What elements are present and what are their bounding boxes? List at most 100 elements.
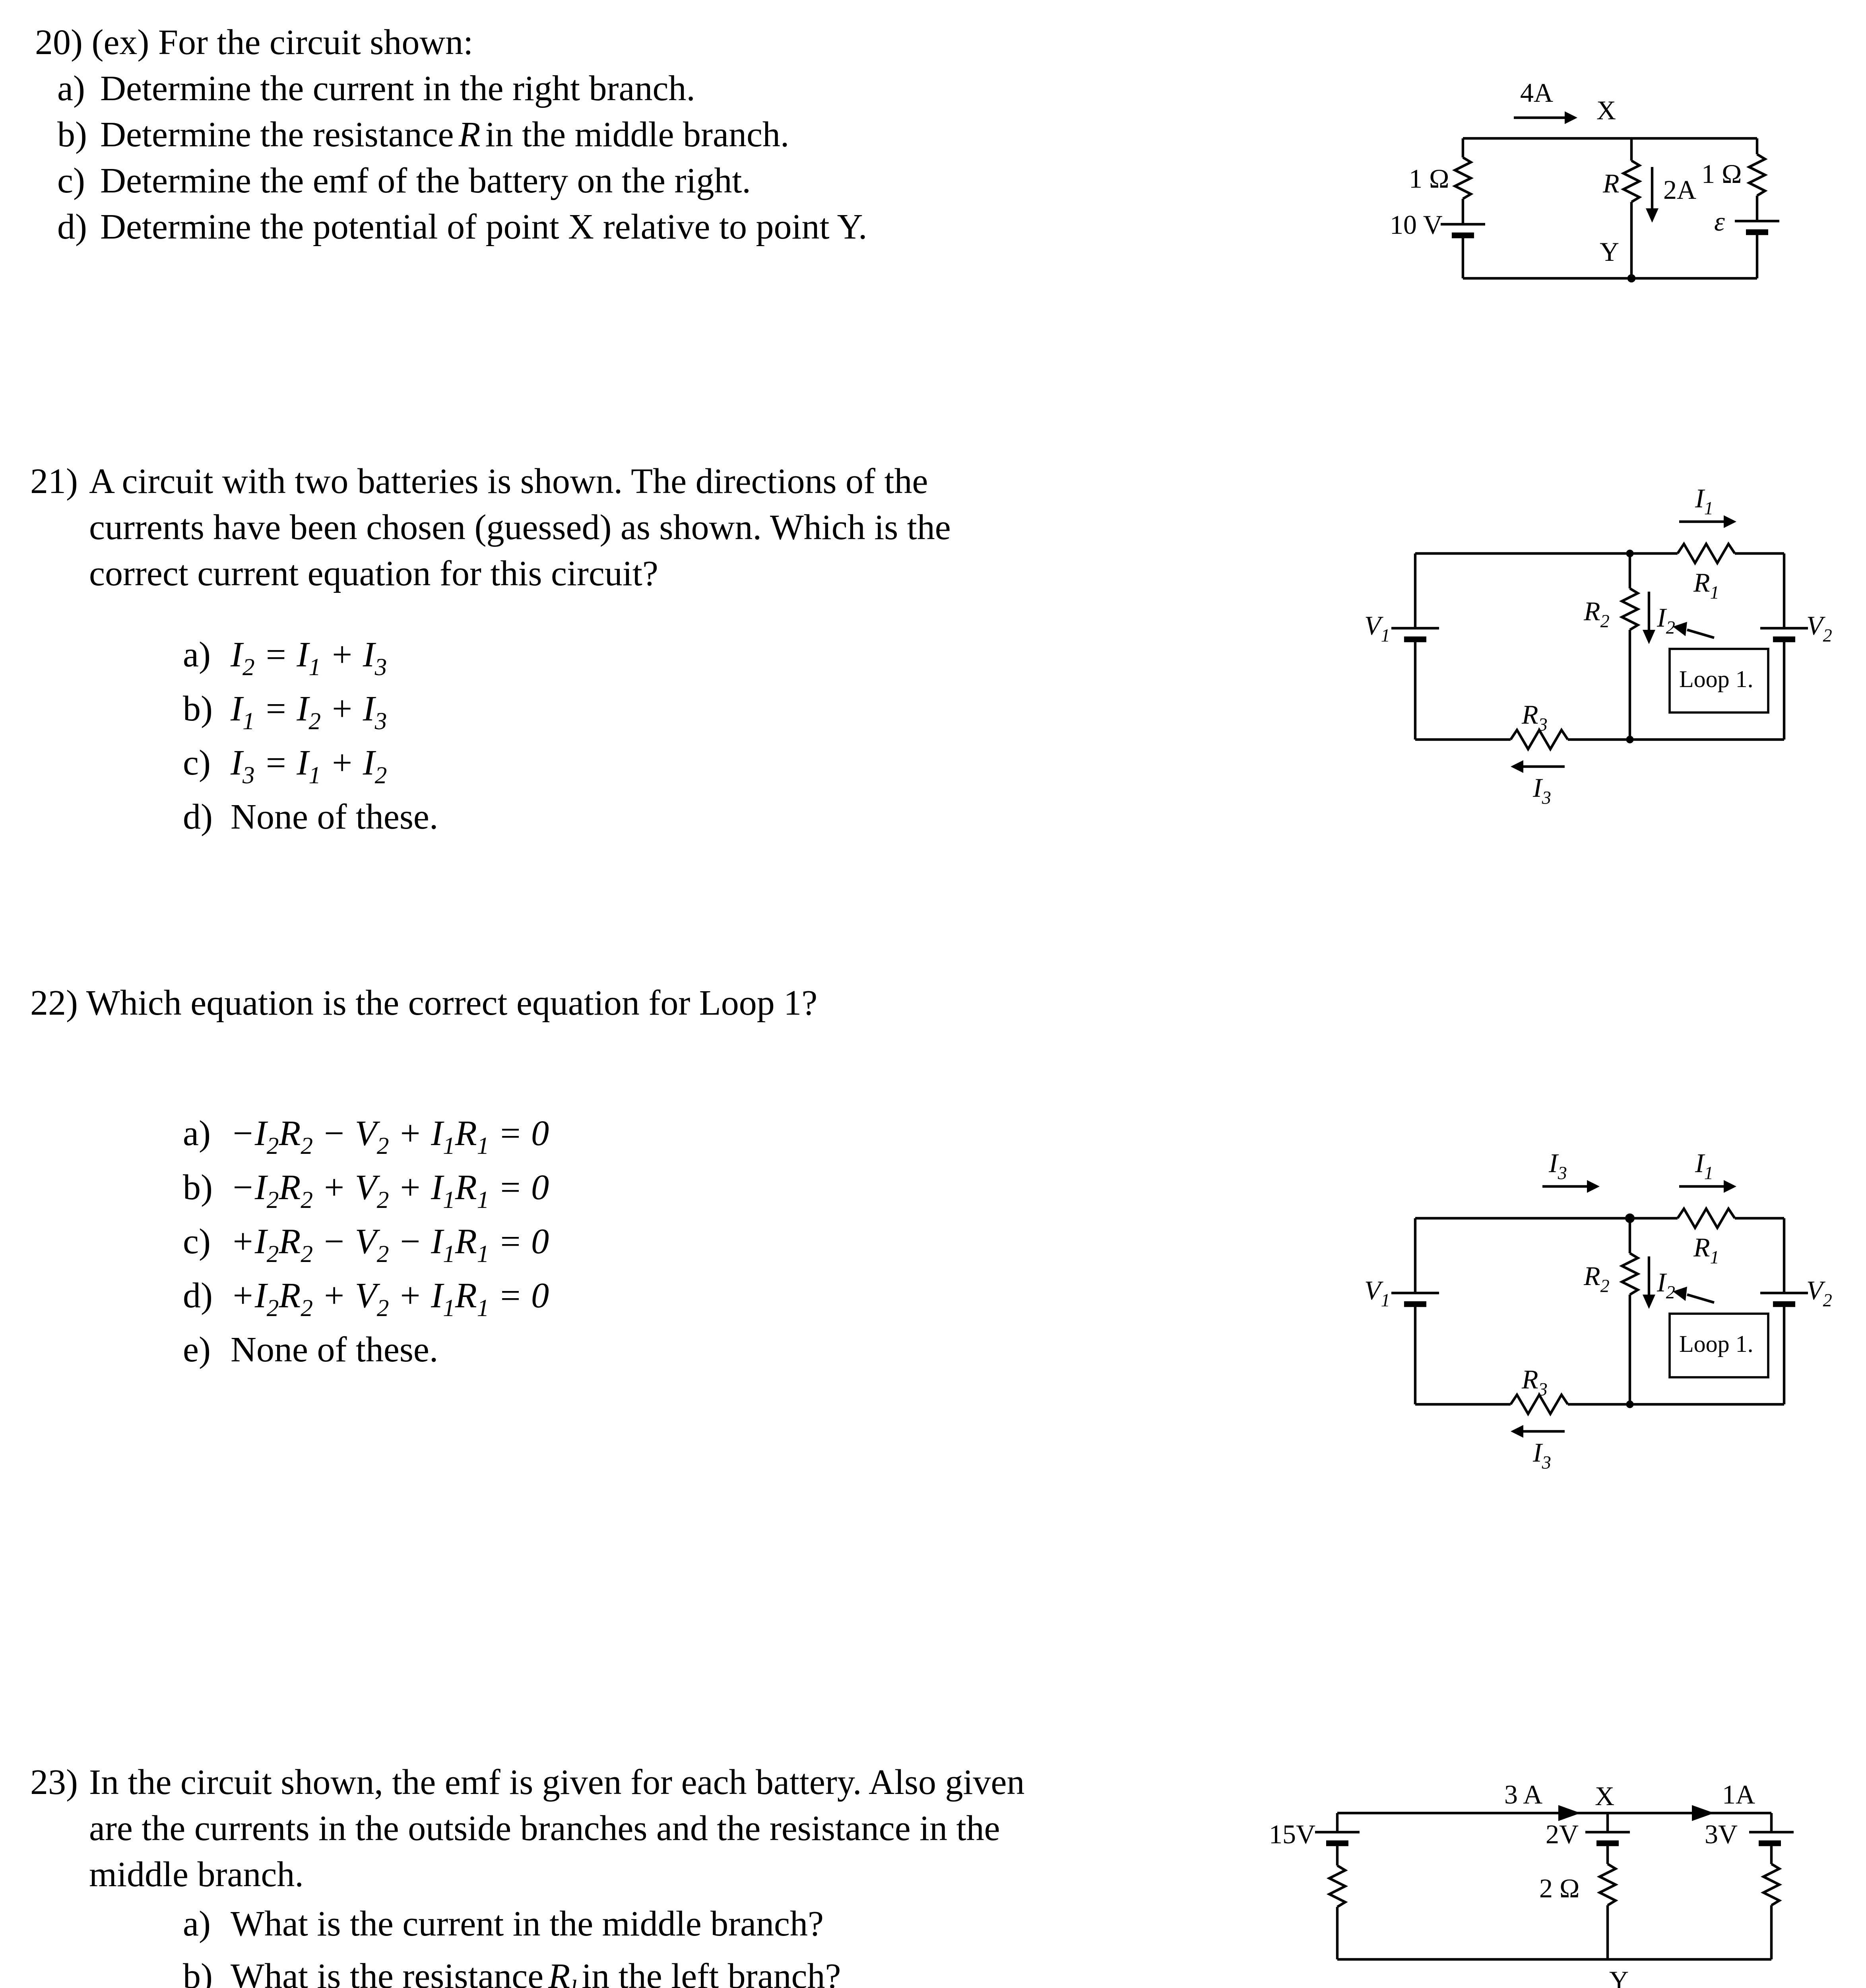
option-equation: I3 = I1 + I2 <box>231 743 387 790</box>
part-row: b)What is the resistanceRlin the left br… <box>183 1953 1025 1988</box>
resistor-icon <box>1760 1863 1783 1906</box>
part-math-var: Rl <box>548 1956 577 1988</box>
node-dot <box>1625 1213 1635 1223</box>
current-arrow-icon <box>1646 167 1658 223</box>
current-arrow-icon <box>1511 1425 1565 1438</box>
option-label: c) <box>183 1221 211 1261</box>
battery-icon <box>1391 1291 1439 1307</box>
label-current-i3: I3 <box>1533 1438 1551 1474</box>
option-row: c) I3 = I1 + I2 <box>183 740 951 794</box>
label-resistor-right: 1 Ω <box>1701 159 1742 189</box>
label-battery-v1: V1 <box>1364 1276 1390 1311</box>
question-number: 21) <box>30 461 78 501</box>
part-text: What is the current in the middle branch… <box>231 1904 824 1943</box>
label-loop-1: Loop 1. <box>1679 668 1753 693</box>
stem-line: In the circuit shown, the emf is given f… <box>89 1762 1025 1802</box>
middle-branch <box>1620 138 1658 283</box>
right-branch <box>1760 553 1808 740</box>
resistor-icon <box>1326 1864 1348 1908</box>
battery-icon <box>1760 1291 1808 1307</box>
current-arrow-icon <box>1643 1256 1655 1309</box>
right-branch <box>1749 1813 1794 1959</box>
current-arrow-icon <box>1692 1805 1714 1821</box>
option-equation: +I2R2 + V2 + I1R1 = 0 <box>231 1276 549 1322</box>
left-branch <box>1315 1813 1360 1959</box>
left-branch <box>1391 553 1439 740</box>
label-emf-right: ε <box>1714 207 1725 237</box>
label-resistor-2ohm: 2 Ω <box>1539 1873 1580 1904</box>
label-battery-v1: V1 <box>1364 611 1390 646</box>
label-resistor-r3: R3 <box>1522 700 1548 736</box>
question-23-parts: a)What is the current in the middle bran… <box>30 1901 1025 1988</box>
option-text: None of these. <box>231 797 438 837</box>
circuit-23-diagram <box>1315 1805 1794 1961</box>
label-current-i1: I1 <box>1695 1148 1713 1184</box>
label-resistor-r1: R1 <box>1693 1233 1719 1268</box>
option-row: a)−I2R2 − V2 + I1R1 = 0 <box>183 1110 817 1164</box>
battery-icon <box>1585 1831 1630 1846</box>
option-label: a) <box>183 635 211 674</box>
part-text: Determine the resistance <box>100 115 454 154</box>
stem-line: A circuit with two batteries is shown. T… <box>89 461 928 501</box>
question-20-header: 20) (ex) For the circuit shown: <box>35 19 877 65</box>
loop-direction-arrow-icon <box>1673 622 1715 639</box>
part-text: What is the resistance <box>231 1956 544 1988</box>
part-label: a) <box>57 68 85 108</box>
resistor-icon <box>1619 587 1641 631</box>
label-battery-left: 10 V <box>1390 210 1443 240</box>
stem-line: correct current equation for this circui… <box>89 553 658 593</box>
middle-branch <box>1585 1813 1630 1959</box>
loop-direction-arrow-icon <box>1673 1287 1715 1304</box>
current-arrow-icon <box>1558 1805 1581 1821</box>
option-equation: −I2R2 − V2 + I1R1 = 0 <box>231 1113 549 1160</box>
question-22-options: a)−I2R2 − V2 + I1R1 = 0 b)−I2R2 + V2 + I… <box>30 1110 817 1380</box>
resistor-icon <box>1620 159 1643 203</box>
question-ex-tag: (ex) <box>91 22 149 62</box>
label-current-4a: 4A <box>1520 78 1554 108</box>
loop-box <box>1668 648 1769 714</box>
label-battery-15v: 15V <box>1269 1819 1316 1850</box>
question-21: 21) A circuit with two batteries is show… <box>30 458 951 848</box>
option-label: c) <box>183 743 211 782</box>
circuit-wire <box>1463 137 1757 280</box>
option-row: d)None of these. <box>183 794 951 848</box>
circuit-21: I1 R1 V1 R2 I2 Loop 1. V2 R3 I3 <box>1352 477 1860 808</box>
label-battery-3v: 3V <box>1705 1819 1738 1850</box>
part-text: Determine the potential of point X relat… <box>100 207 867 247</box>
option-label: b) <box>183 689 213 728</box>
circuit-20: 4A X 1 Ω 10 V R 2A Y 1 Ω ε <box>1387 75 1800 313</box>
stem-line: middle branch. <box>89 1854 304 1894</box>
option-label: d) <box>183 1276 213 1315</box>
label-resistor-left: 1 Ω <box>1409 164 1449 194</box>
question-20-parts: a)Determine the current in the right bra… <box>35 65 877 250</box>
resistor-icon <box>1596 1863 1619 1906</box>
current-arrow-icon <box>1542 1180 1600 1193</box>
option-row: a)I2 = I1 + I3 <box>183 631 951 685</box>
question-number: 23) <box>30 1762 78 1802</box>
option-equation: I1 = I2 + I3 <box>231 689 387 736</box>
label-current-i3: I3 <box>1533 773 1551 809</box>
resistor-icon <box>1509 727 1569 752</box>
current-arrow-icon <box>1511 760 1565 773</box>
part-row: a)What is the current in the middle bran… <box>183 1901 1025 1953</box>
current-arrow-icon <box>1679 1180 1736 1193</box>
part-text: in the middle branch. <box>485 115 789 154</box>
battery-icon <box>1760 627 1808 643</box>
label-current-3a: 3 A <box>1504 1780 1543 1810</box>
label-resistor-r1: R1 <box>1693 568 1719 604</box>
label-resistor-middle: R <box>1603 169 1620 199</box>
label-current-i1: I1 <box>1695 483 1713 519</box>
label-current-i2: I2 <box>1657 603 1675 639</box>
option-equation: −I2R2 + V2 + I1R1 = 0 <box>231 1167 549 1214</box>
question-23: 23) In the circuit shown, the emf is giv… <box>30 1759 1025 1988</box>
part-row: c)Determine the emf of the battery on th… <box>57 157 877 204</box>
part-label: b) <box>57 115 87 154</box>
question-stem: Which equation is the correct equation f… <box>86 983 818 1023</box>
label-current-2a: 2A <box>1663 175 1697 205</box>
label-node-y: Y <box>1600 237 1620 267</box>
current-arrow-icon <box>1514 111 1577 124</box>
resistor-icon <box>1452 156 1474 200</box>
circuit-20-diagram <box>1441 111 1779 283</box>
